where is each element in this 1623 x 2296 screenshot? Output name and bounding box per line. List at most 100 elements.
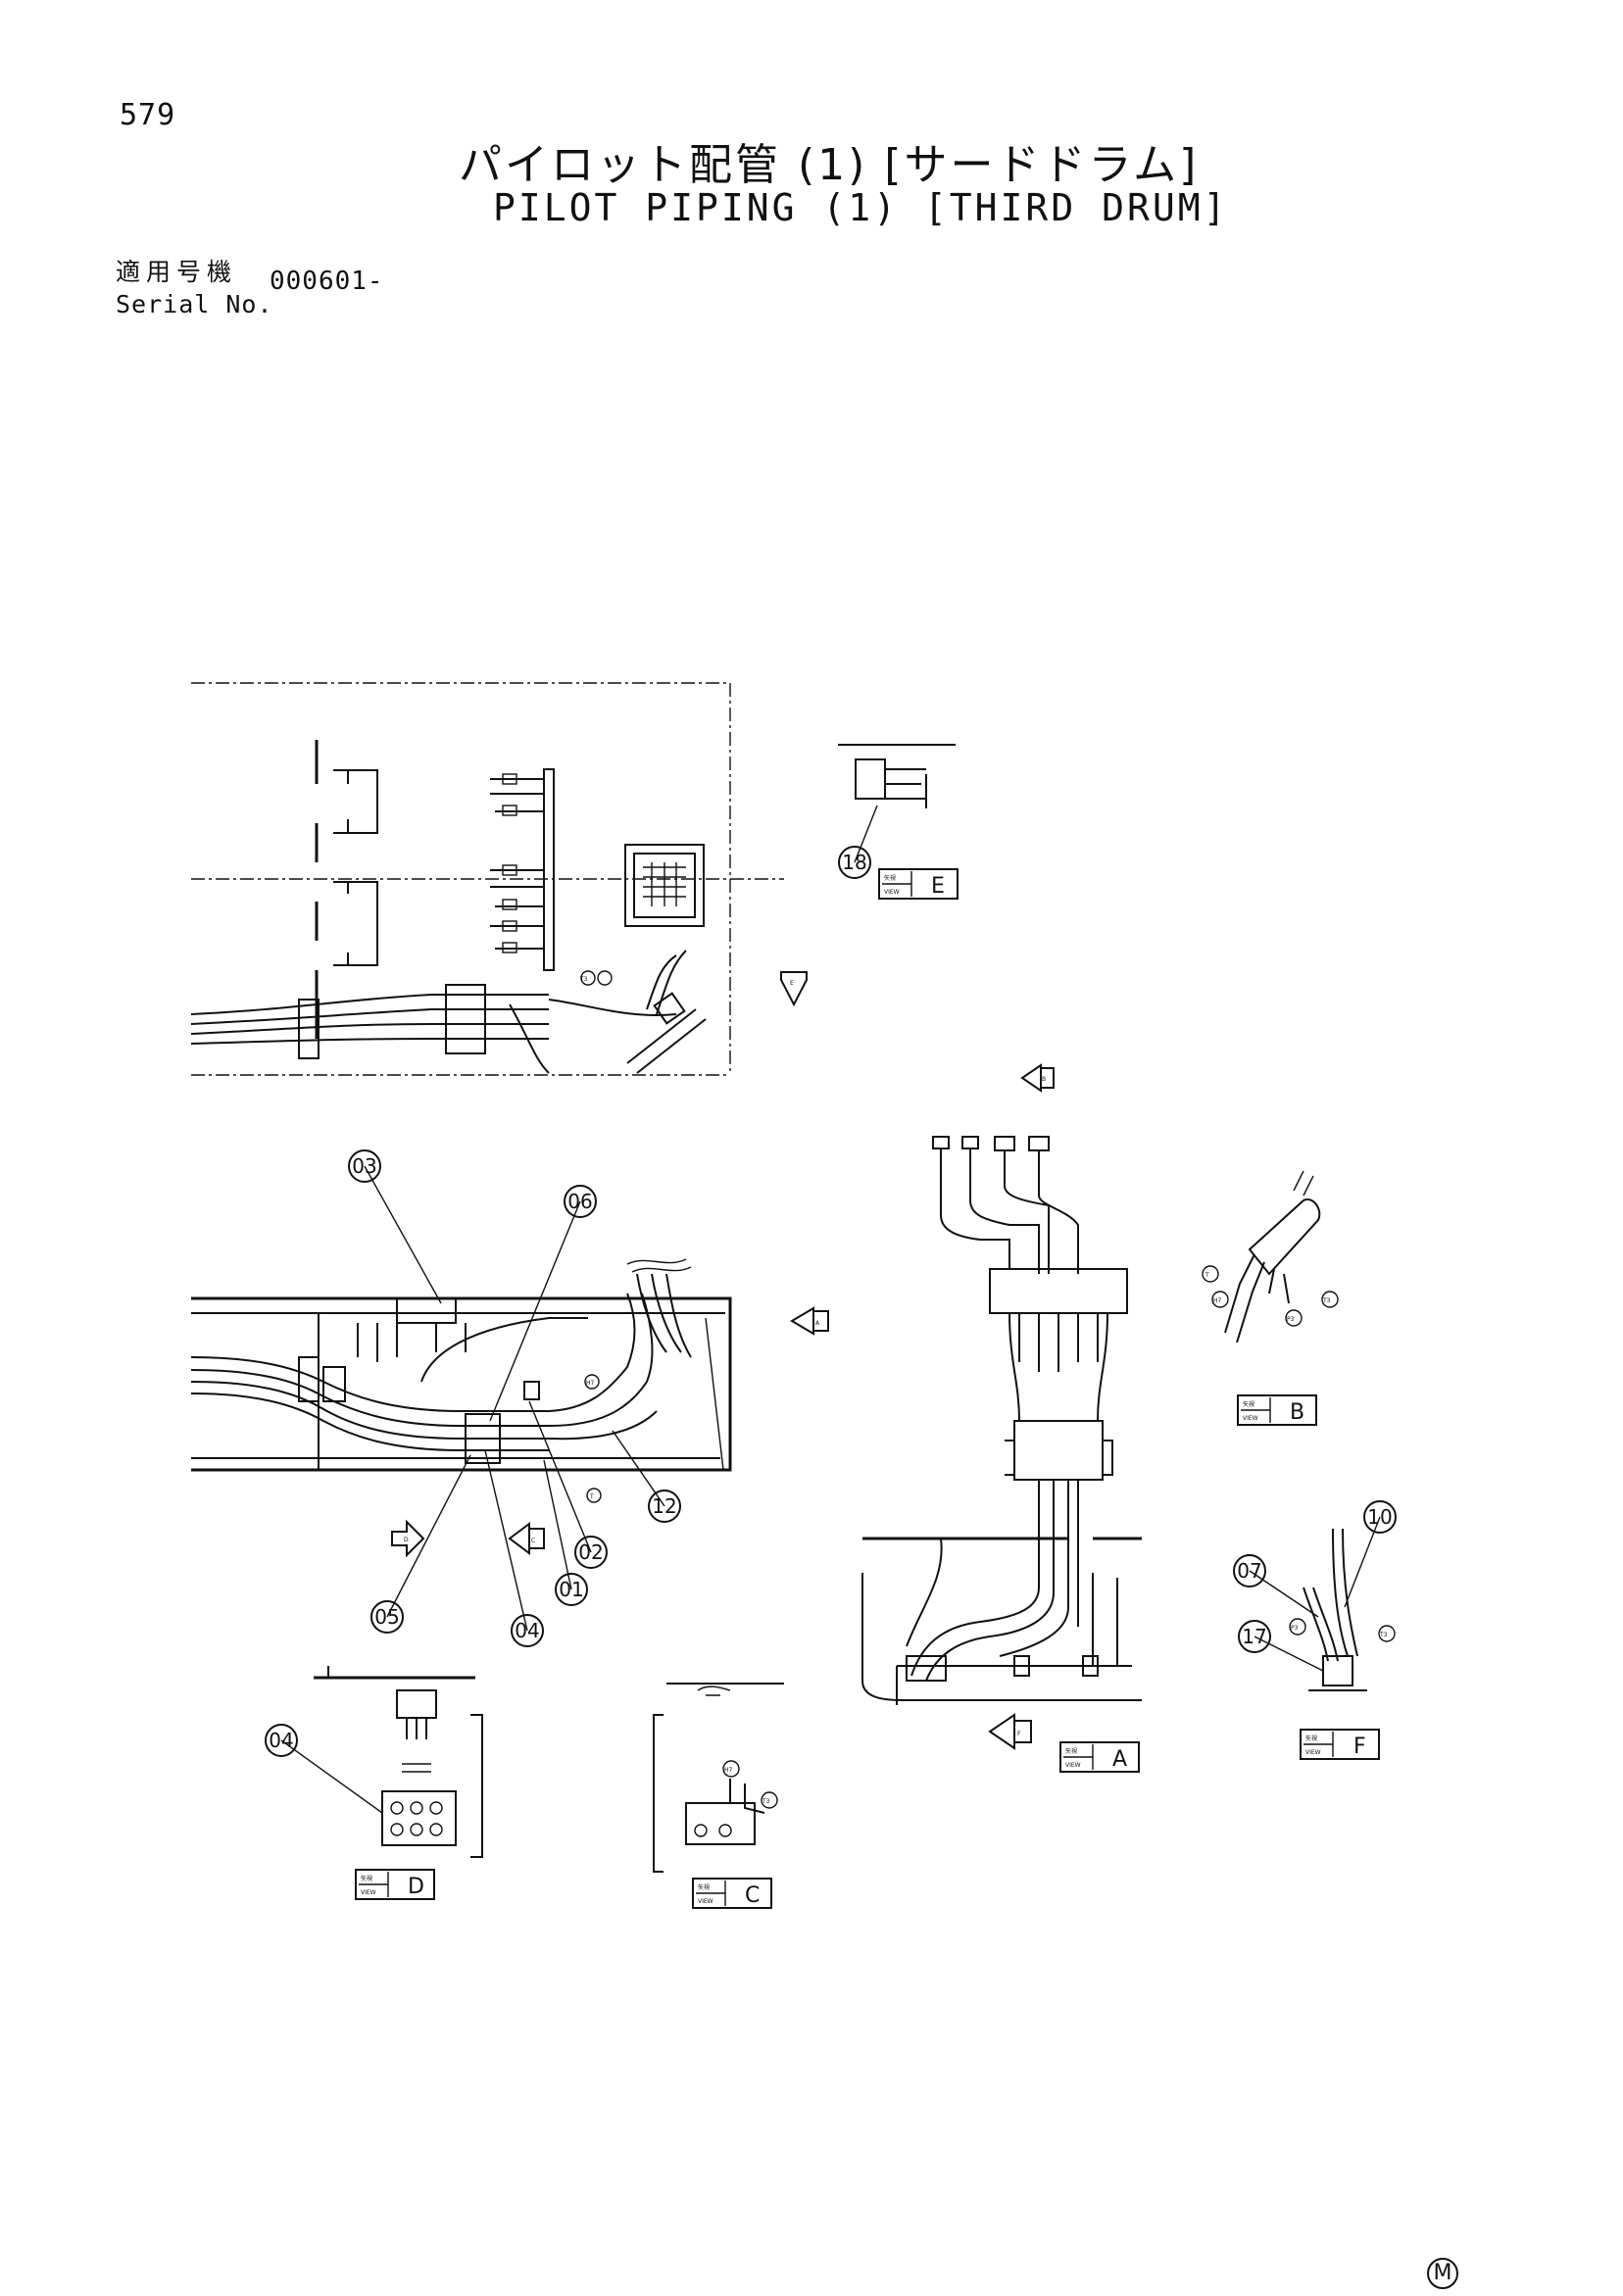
serial-number-value: 000601-: [270, 267, 384, 296]
callout-04-view-d: 04: [265, 1724, 383, 1814]
svg-text:VIEW: VIEW: [1243, 1415, 1258, 1422]
view-c-block: [685, 1802, 756, 1845]
svg-text:07: 07: [1237, 1559, 1261, 1583]
view-box-e: 矢視 VIEW E: [878, 868, 959, 900]
hose-clip-middle: [322, 1366, 346, 1402]
callout-05: 05: [370, 1454, 471, 1634]
svg-text:A: A: [815, 1320, 820, 1327]
port-marker: [761, 1791, 778, 1809]
valve-stack: [490, 773, 544, 953]
svg-text:B: B: [1042, 1076, 1046, 1083]
port-marker: [586, 1488, 602, 1503]
svg-text:VIEW: VIEW: [361, 1889, 376, 1896]
port-label-b-p3: P3: [1287, 1316, 1295, 1323]
callout-label: 18: [842, 851, 866, 874]
port-marker: [584, 1374, 600, 1390]
view-d-clip: [402, 1763, 431, 1773]
manifold-body: [1008, 1312, 1108, 1422]
view-e-leader: [854, 805, 878, 863]
svg-text:VIEW: VIEW: [884, 889, 900, 896]
svg-text:矢視: 矢視: [361, 1875, 372, 1882]
pipe-segment: [626, 1008, 707, 1074]
view-box-d: 矢視 VIEW D: [355, 1869, 435, 1900]
svg-text:02: 02: [578, 1540, 603, 1564]
serial-label-japanese: 適用号機: [116, 258, 238, 286]
callout-12: 12: [612, 1430, 681, 1523]
port-label-f-p3: P3: [1291, 1625, 1299, 1632]
control-panel-outer: [624, 844, 705, 927]
svg-text:10: 10: [1367, 1505, 1392, 1529]
port-marker: [694, 1824, 708, 1837]
port-label-main-h7: H7: [586, 1380, 595, 1387]
svg-text:E: E: [790, 980, 794, 987]
view-d-detail: 04 矢視 VIEW D: [265, 1666, 483, 1900]
view-c-detail: H7 T3 矢視 VIEW C: [653, 1683, 784, 1909]
port-marker: [1289, 1618, 1306, 1636]
callout-04-main: 04: [484, 1449, 544, 1647]
bottom-fitting-2: [1013, 1655, 1030, 1677]
svg-text:05: 05: [374, 1605, 399, 1629]
bracket-lower: [333, 881, 378, 966]
svg-text:E: E: [931, 874, 945, 899]
callout-03: 03: [348, 1149, 442, 1304]
hose-bundle-middle: [190, 1258, 692, 1451]
valve-stems: [357, 1323, 467, 1362]
view-box-a: 矢視 VIEW A: [1059, 1741, 1140, 1773]
view-e-fittings: [885, 768, 927, 808]
frame-supports: [906, 1538, 1118, 1666]
svg-text:17: 17: [1242, 1625, 1266, 1648]
port-label-main-t: T: [589, 1493, 594, 1500]
svg-text:C: C: [531, 1538, 535, 1544]
svg-text:矢視: 矢視: [1065, 1747, 1077, 1755]
arrow-f-marker: F: [988, 1713, 1032, 1750]
arrow-d-marker: D: [391, 1519, 425, 1558]
port-marker: [1285, 1309, 1303, 1327]
view-box-c: 矢視 VIEW C: [692, 1878, 772, 1909]
valve-column: [543, 768, 555, 971]
svg-text:D: D: [404, 1537, 409, 1543]
callout-02: 02: [528, 1400, 608, 1569]
page-title-english: PILOT PIPING (1) [THIRD DRUM]: [493, 186, 1229, 229]
port-marker: [722, 1760, 740, 1778]
hose-bundle-top: [190, 950, 687, 1074]
bracket-upper: [333, 769, 378, 834]
manifold-ports: [1018, 1313, 1099, 1372]
svg-text:VIEW: VIEW: [1065, 1762, 1081, 1769]
svg-text:矢視: 矢視: [1243, 1400, 1254, 1408]
svg-text:04: 04: [515, 1619, 539, 1642]
port-marker: [1321, 1291, 1339, 1308]
view-f-detail: P3 T3 10 07 17 矢視 VIEW F: [1233, 1500, 1397, 1760]
junction-block-04: [465, 1413, 501, 1464]
view-e-body: [855, 758, 886, 800]
view-d-stems: [406, 1718, 427, 1739]
page-number: 579: [120, 98, 176, 132]
svg-text:F: F: [1353, 1734, 1366, 1759]
hose-clamp-middle: [298, 1356, 320, 1402]
svg-text:06: 06: [567, 1190, 592, 1213]
manufacturer-mark: M: [1427, 2258, 1458, 2289]
fitting-block: [445, 984, 486, 1054]
view-b-valve-body: [1248, 1198, 1321, 1276]
control-panel-inner: [633, 853, 696, 918]
port-label-c-t3: T3: [762, 1798, 770, 1805]
lower-valve-block: [1005, 1420, 1113, 1481]
callout-01: 01: [543, 1459, 588, 1606]
port-label-b-h7: H7: [1213, 1297, 1222, 1304]
arrow-b-marker: B: [1020, 1063, 1055, 1093]
svg-text:01: 01: [559, 1578, 583, 1601]
svg-text:矢視: 矢視: [1305, 1734, 1317, 1742]
port-marker: [1202, 1265, 1219, 1283]
view-box-b: 矢視 VIEW B: [1237, 1394, 1317, 1426]
view-b-detail: T H7 P3 T3 矢視 VIEW B: [1202, 1170, 1339, 1426]
valve-manifold: [989, 1268, 1128, 1314]
port-marker: [1378, 1625, 1396, 1642]
serial-label-english: Serial No.: [116, 290, 273, 318]
svg-text:VIEW: VIEW: [698, 1898, 713, 1905]
view-c-top-fitting: [697, 1685, 731, 1696]
page-title-japanese: パイロット配管 (1) [サードドラム]: [459, 140, 1200, 190]
frame-slope: [705, 1317, 724, 1471]
svg-text:A: A: [1112, 1747, 1127, 1772]
callout-06: 06: [489, 1185, 597, 1422]
view-d-valve: [396, 1689, 437, 1719]
port-label-b-t: T: [1205, 1272, 1209, 1279]
